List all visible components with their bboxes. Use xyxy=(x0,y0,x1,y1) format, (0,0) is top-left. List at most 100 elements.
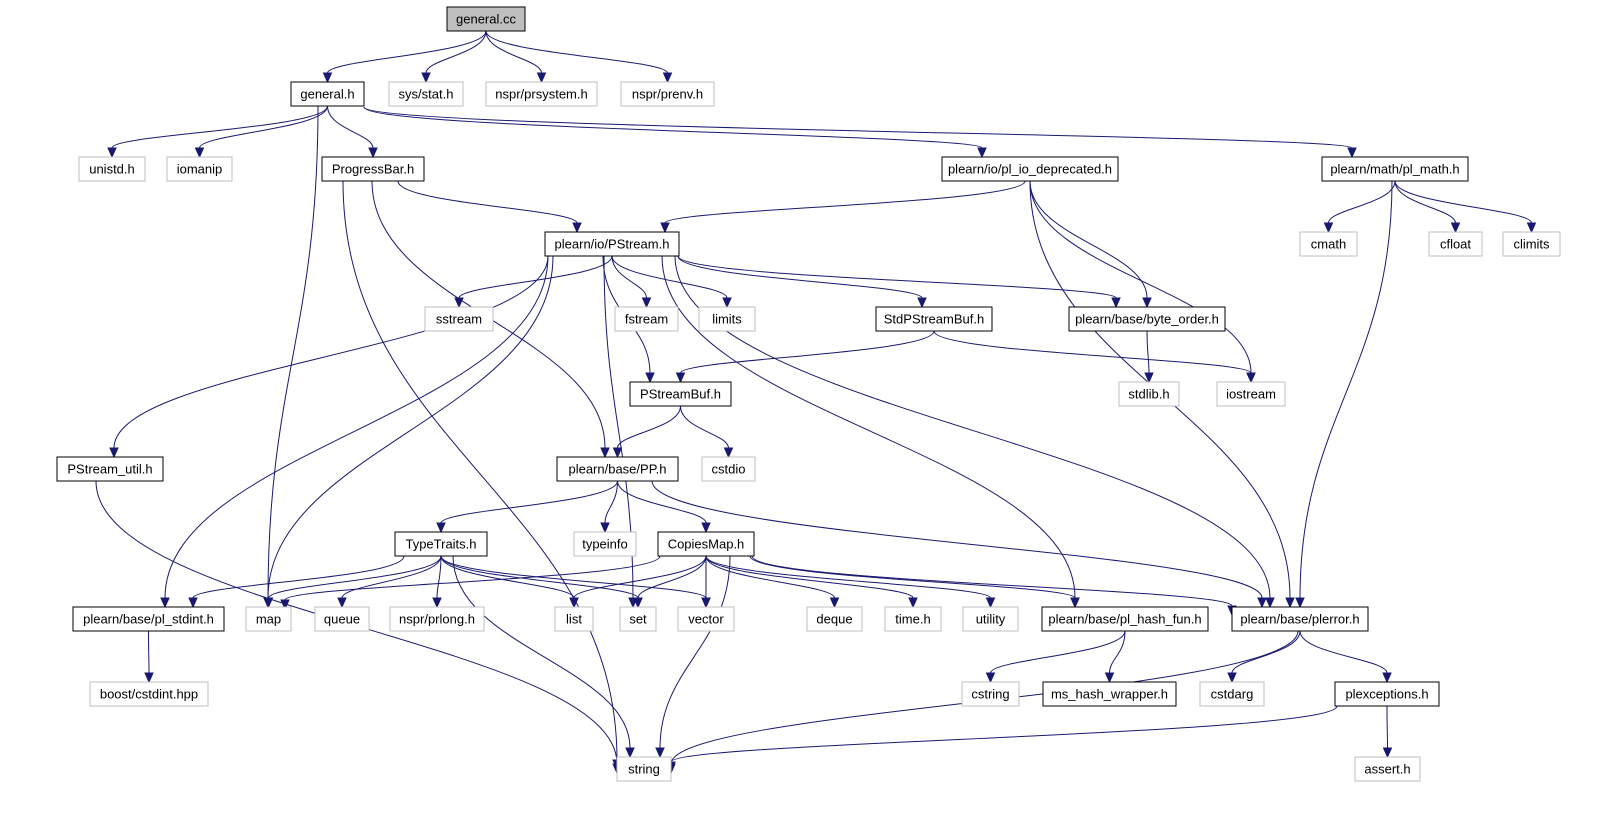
node-label-sys-stat-h: sys/stat.h xyxy=(399,87,454,102)
node-plerror-h[interactable]: plearn/base/plerror.h xyxy=(1231,606,1369,632)
edge-pstream-h-to-stdpstreambuf-h xyxy=(677,255,923,299)
node-label-nspr-prenv-h: nspr/prenv.h xyxy=(632,87,703,102)
arrowhead-pstream-h-to-stdpstreambuf-h xyxy=(917,297,927,309)
arrowhead-plerror-h-to-cstdarg xyxy=(1227,672,1237,684)
node-label-map: map xyxy=(256,612,281,627)
edge-pl-math-h-to-cfloat xyxy=(1394,180,1456,224)
node-general-cc[interactable]: general.cc xyxy=(446,6,526,32)
node-copiesmap-h[interactable]: CopiesMap.h xyxy=(657,531,755,557)
arrowhead-copiesmap-h-to-pl-hash-fun-h xyxy=(1070,597,1080,609)
node-label-pl-stdint-h: plearn/base/pl_stdint.h xyxy=(83,612,214,627)
edge-plerror-h-to-cstdarg xyxy=(1231,630,1301,674)
node-box-set xyxy=(619,606,657,632)
node-label-utility: utility xyxy=(976,612,1006,627)
edge-general-h-to-unistd-h xyxy=(111,105,328,149)
node-cstring: cstring xyxy=(961,681,1020,707)
node-box-pp-h xyxy=(556,456,679,482)
edge-plerror-h-to-plexceptions-h xyxy=(1299,630,1388,674)
node-string: string xyxy=(616,756,672,782)
arrowhead-pl-stdint-h-to-boost-cstdint-hpp xyxy=(144,672,154,684)
node-plexceptions-h[interactable]: plexceptions.h xyxy=(1334,681,1440,707)
node-pl-math-h[interactable]: plearn/math/pl_math.h xyxy=(1321,156,1469,182)
node-label-typetraits-h: TypeTraits.h xyxy=(405,537,476,552)
node-box-cfloat xyxy=(1428,231,1483,257)
node-box-vector xyxy=(677,606,735,632)
node-pstream-util-h[interactable]: PStream_util.h xyxy=(56,456,164,482)
node-typetraits-h[interactable]: TypeTraits.h xyxy=(394,531,488,557)
node-pstreambuf-h[interactable]: PStreamBuf.h xyxy=(629,381,732,407)
arrowhead-pstream-h-to-sstream xyxy=(454,297,464,309)
node-box-sstream xyxy=(424,306,494,332)
edge-typetraits-h-to-queue xyxy=(341,555,442,599)
node-box-pl-hash-fun-h xyxy=(1041,606,1209,632)
node-label-queue: queue xyxy=(324,612,360,627)
node-box-unistd-h xyxy=(78,156,146,182)
arrowhead-pstream-h-to-pl-stdint-h xyxy=(160,597,170,609)
node-queue: queue xyxy=(314,606,370,632)
edge-general-h-to-map xyxy=(267,105,319,599)
arrowhead-pstream-h-to-pstream-util-h xyxy=(109,447,119,459)
node-cmath: cmath xyxy=(1299,231,1358,257)
edge-typetraits-h-to-pl-stdint-h xyxy=(192,555,405,599)
edge-general-cc-to-sys-stat-h xyxy=(425,30,487,74)
edge-copiesmap-h-to-map xyxy=(284,555,661,601)
node-general-h[interactable]: general.h xyxy=(290,81,365,107)
edge-pp-h-to-typeinfo xyxy=(604,480,618,524)
edge-general-h-to-progressbar-h xyxy=(327,105,374,149)
node-box-pl-io-deprecated-h xyxy=(941,156,1119,182)
node-progressbar-h[interactable]: ProgressBar.h xyxy=(321,156,425,182)
node-pp-h[interactable]: plearn/base/PP.h xyxy=(556,456,679,482)
arrowhead-copiesmap-h-to-deque xyxy=(829,597,840,609)
edge-progressbar-h-to-string xyxy=(342,180,618,761)
node-label-boost-cstdint-hpp: boost/cstdint.hpp xyxy=(100,687,198,702)
node-box-ms-hash-wrapper-h xyxy=(1042,681,1177,707)
node-utility: utility xyxy=(962,606,1019,632)
node-label-cstdio: cstdio xyxy=(712,462,746,477)
arrowhead-general-h-to-pl-math-h xyxy=(1347,147,1357,159)
edge-typetraits-h-to-vector xyxy=(440,555,707,599)
node-box-time-h xyxy=(884,606,942,632)
node-pstream-h[interactable]: plearn/io/PStream.h xyxy=(544,231,680,257)
edge-plexceptions-h-to-assert-h xyxy=(1386,705,1388,749)
edge-copiesmap-h-to-list xyxy=(573,555,707,599)
node-label-copiesmap-h: CopiesMap.h xyxy=(668,537,745,552)
node-stdpstreambuf-h[interactable]: StdPStreamBuf.h xyxy=(875,306,993,332)
node-box-pl-math-h xyxy=(1321,156,1469,182)
node-pl-stdint-h[interactable]: plearn/base/pl_stdint.h xyxy=(72,606,225,632)
arrowhead-stdpstreambuf-h-to-iostream xyxy=(1246,372,1256,384)
edge-pstreambuf-h-to-pp-h xyxy=(617,405,681,449)
node-label-unistd-h: unistd.h xyxy=(89,162,135,177)
node-list: list xyxy=(554,606,594,632)
node-pl-io-deprecated-h[interactable]: plearn/io/pl_io_deprecated.h xyxy=(941,156,1119,182)
arrowhead-typetraits-h-to-nspr-prlong-h xyxy=(432,597,442,609)
node-climits: climits xyxy=(1502,231,1561,257)
node-stdlib-h: stdlib.h xyxy=(1118,381,1180,407)
arrowhead-pstreambuf-h-to-cstdio xyxy=(723,447,734,459)
arrowhead-copiesmap-h-to-vector xyxy=(701,597,711,609)
node-set: set xyxy=(619,606,657,632)
node-time-h: time.h xyxy=(884,606,942,632)
node-label-time-h: time.h xyxy=(895,612,930,627)
edge-typetraits-h-to-list xyxy=(440,555,575,599)
node-box-pstream-util-h xyxy=(56,456,164,482)
node-box-iostream xyxy=(1216,381,1286,407)
edge-pstream-h-to-sstream xyxy=(458,255,613,299)
node-label-byte-order-h: plearn/base/byte_order.h xyxy=(1075,312,1219,327)
arrowhead-pp-h-to-copiesmap-h xyxy=(701,522,711,534)
edge-pstream-h-to-fstream xyxy=(611,255,647,299)
node-box-cstdio xyxy=(701,456,756,482)
node-label-progressbar-h: ProgressBar.h xyxy=(332,162,414,177)
node-byte-order-h[interactable]: plearn/base/byte_order.h xyxy=(1068,306,1226,332)
edge-pp-h-to-copiesmap-h xyxy=(617,480,707,524)
edge-typetraits-h-to-nspr-prlong-h xyxy=(436,555,442,599)
node-label-pstreambuf-h: PStreamBuf.h xyxy=(640,387,721,402)
arrowhead-pp-h-to-plerror-h xyxy=(1257,597,1267,609)
edge-progressbar-h-to-pstream-h xyxy=(397,180,578,224)
edge-general-h-to-pl-math-h xyxy=(363,106,1353,149)
node-fstream: fstream xyxy=(614,306,679,332)
node-label-ms-hash-wrapper-h: ms_hash_wrapper.h xyxy=(1051,687,1168,702)
node-pl-hash-fun-h[interactable]: plearn/base/pl_hash_fun.h xyxy=(1041,606,1209,632)
node-ms-hash-wrapper-h[interactable]: ms_hash_wrapper.h xyxy=(1042,681,1177,707)
edge-copiesmap-h-to-utility xyxy=(705,555,991,599)
arrowhead-byte-order-h-to-stdlib-h xyxy=(1144,372,1154,384)
